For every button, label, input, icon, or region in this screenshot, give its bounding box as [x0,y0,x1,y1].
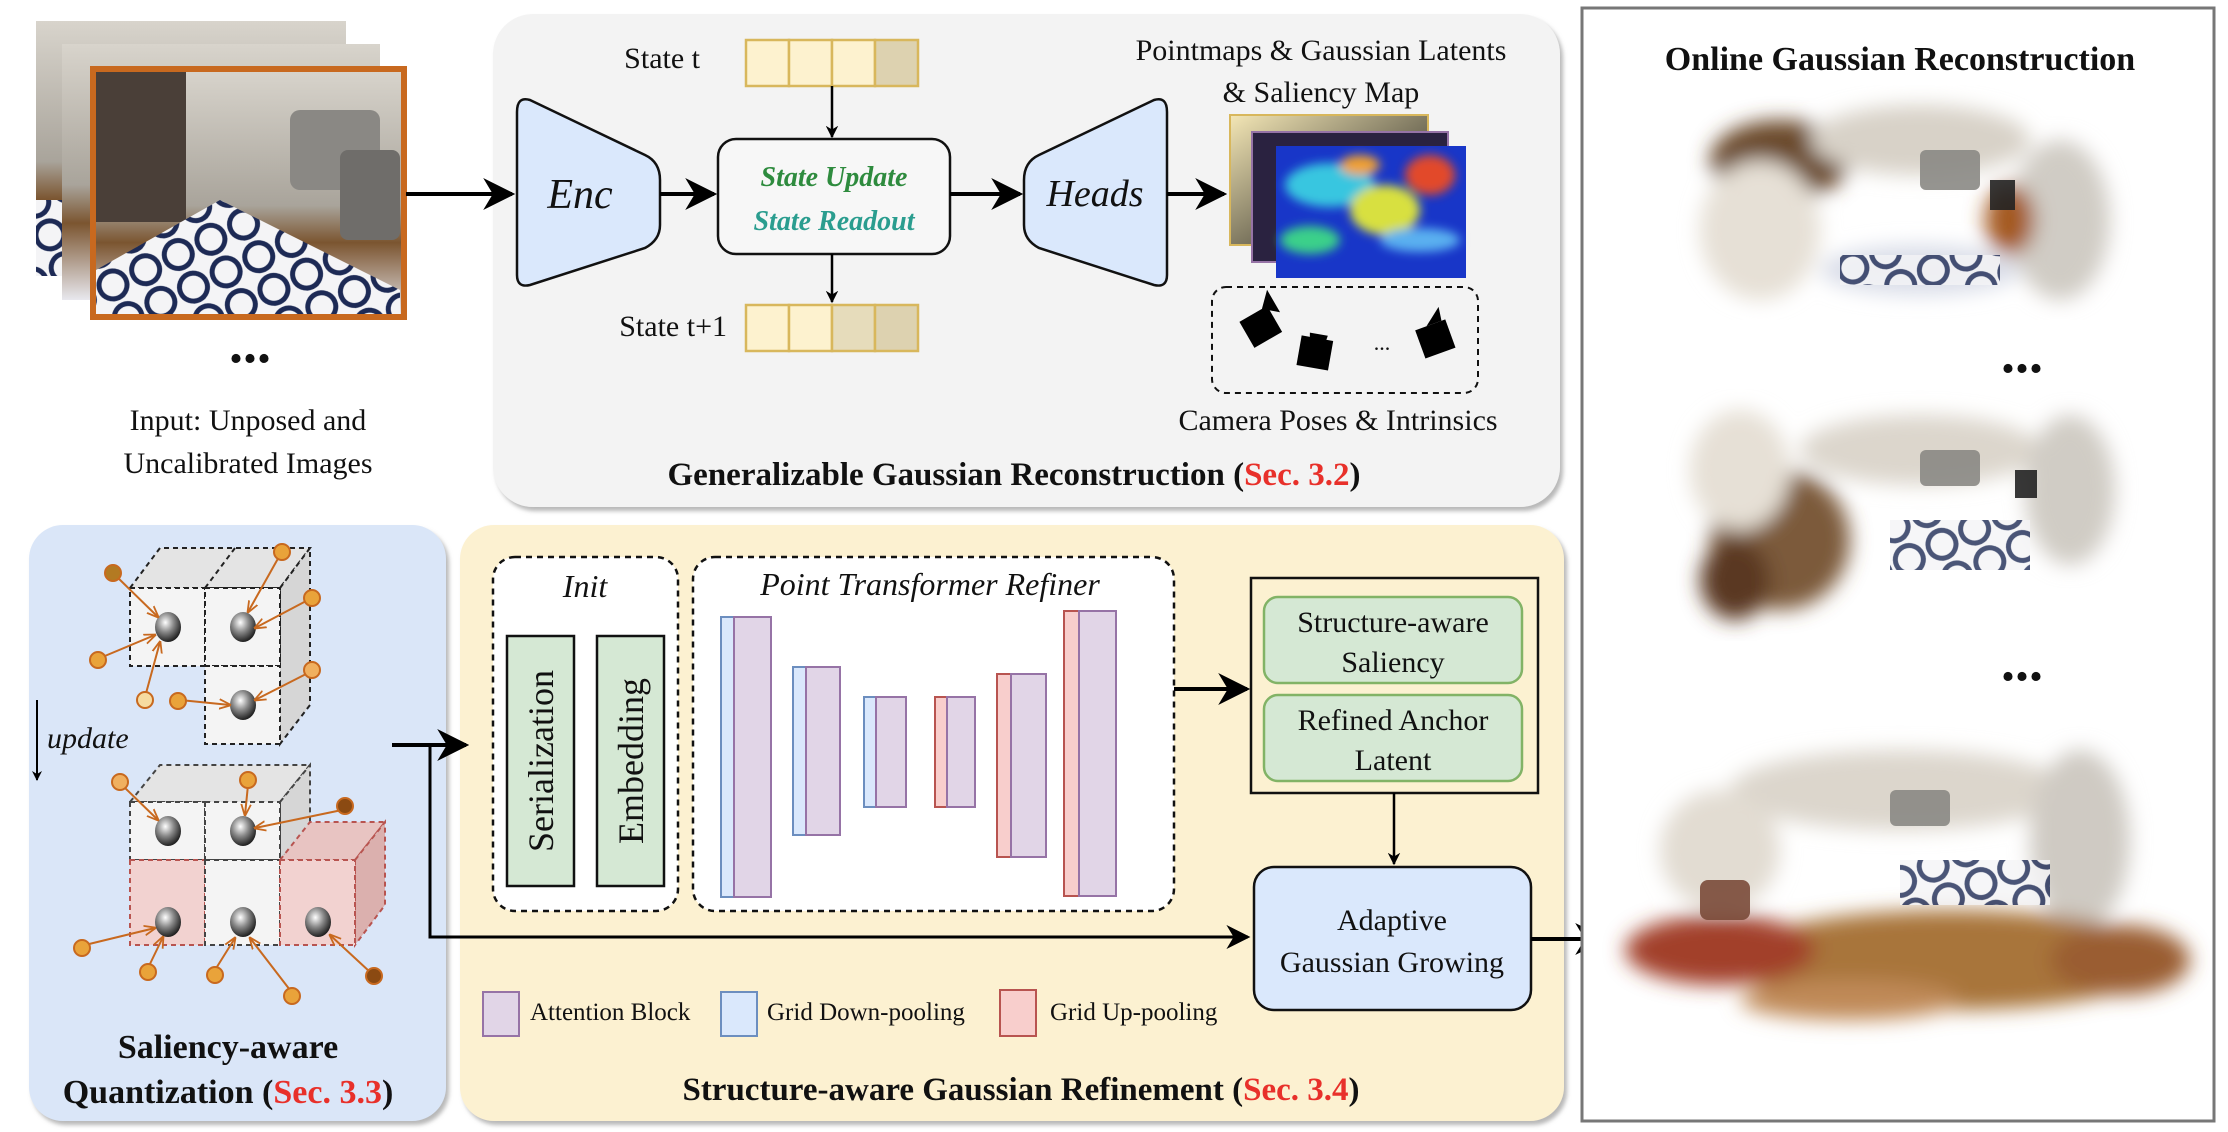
encoder-block [515,98,662,287]
input-caption-line2: Uncalibrated Images [123,447,372,480]
refined-anchor-block [1262,693,1524,783]
encoder-label: Enc [546,172,613,218]
camera-poses-label: Camera Poses & Intrinsics [1178,404,1497,437]
state-t1-tokens [744,303,920,353]
legend-swatch-attention [482,991,520,1037]
refinement-title: Structure-aware Gaussian Refinement (Sec… [682,1072,1359,1108]
adaptive-growing-line1: Adaptive [1337,904,1447,937]
embedding-label: Embedding [611,678,651,844]
heads-label: Heads [1045,173,1143,215]
online-ellipsis-1: ... [2001,323,2043,385]
unet-blocks [720,610,1117,898]
state-t-tokens [744,38,920,88]
state-t-label: State t [624,42,700,75]
camera-poses-box [1211,286,1479,394]
serialization-label: Serialization [521,670,561,852]
structure-saliency-line1: Structure-aware [1297,606,1489,639]
adaptive-growing-line2: Gaussian Growing [1280,946,1504,979]
pointmap-latent-saliency-stack [1229,114,1466,278]
legend: Attention Block Grid Down-pooling Grid U… [482,989,1218,1037]
input-image-stack [36,21,407,320]
quantization-title-line2: Quantization (Sec. 3.3) [63,1074,394,1111]
reconstruction-frame-1 [1700,105,2110,300]
camera-ellipsis: ... [1374,330,1391,355]
camera-icons [1239,289,1456,371]
online-ellipsis-2: ... [2001,631,2043,693]
voxel-anchors-before [155,612,256,720]
serialization-block [505,634,576,888]
reconstruction-frame-2 [1690,410,2115,620]
input-ellipsis: ... [229,313,271,375]
update-label: update [47,722,129,755]
structure-saliency-line2: Saliency [1341,646,1444,679]
state-update-label: State Update [761,162,908,193]
legend-swatch-up [999,989,1037,1037]
quantization-title-line1: Saliency-aware [118,1029,338,1066]
adaptive-growing-block [1252,865,1533,1012]
legend-label-down: Grid Down-pooling [767,999,965,1026]
arrow-quant-to-growing [428,745,1251,949]
legend-label-attention: Attention Block [530,999,691,1026]
point-transformer-label: Point Transformer Refiner [759,566,1100,602]
legend-swatch-down [720,991,758,1037]
outputs-label-line1: Pointmaps & Gaussian Latents [1136,34,1507,67]
structure-saliency-block [1262,595,1524,685]
gaussian-points-before [89,543,321,710]
online-title: Online Gaussian Reconstruction [1665,41,2135,78]
gaussian-points-after [73,771,383,1005]
voxel-cubes-before [128,545,312,747]
generalizable-title: Generalizable Gaussian Reconstruction (S… [668,457,1361,493]
input-caption-line1: Input: Unposed and [130,404,367,437]
outputs-label-line2: & Saliency Map [1223,76,1420,109]
refined-anchor-line2: Latent [1355,744,1432,777]
legend-label-up: Grid Up-pooling [1050,999,1218,1026]
embedding-block [595,634,666,888]
heads-block [1022,98,1169,287]
state-module [716,137,952,256]
refined-anchor-line1: Refined Anchor [1298,704,1489,737]
voxel-anchors-after [155,816,331,937]
init-label: Init [562,568,609,604]
reconstruction-frame-3 [1625,750,2190,1020]
state-t1-label: State t+1 [619,310,727,343]
state-readout-label: State Readout [753,206,915,237]
